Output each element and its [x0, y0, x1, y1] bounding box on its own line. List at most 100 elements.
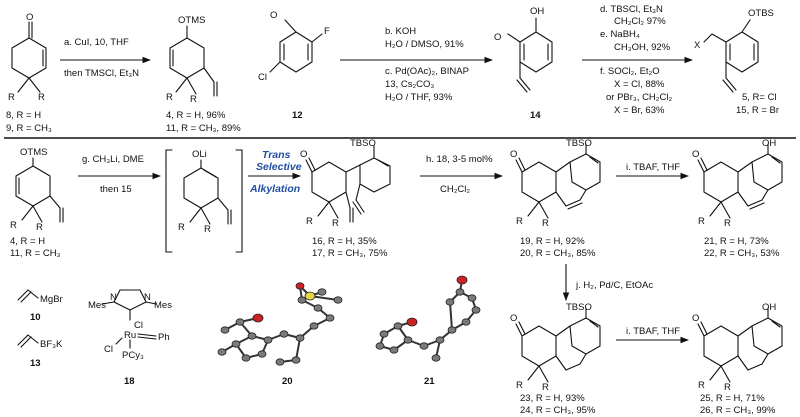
atom-r: R — [190, 94, 197, 105]
structure-vinyl-trifluoroborate-13: BF₃K — [17, 334, 63, 350]
step-c-line3: H₂O / THF, 93% — [385, 92, 453, 103]
label-prod-25: 25, R = H, 71% — [700, 393, 765, 404]
xray-atom — [431, 354, 441, 362]
label-xray-20: 20 — [282, 376, 293, 387]
atom-otms: OTMS — [178, 15, 205, 26]
xray-atom — [252, 313, 264, 323]
atom-o: O — [692, 149, 699, 160]
label-cpd-8: 8, R = H — [6, 110, 41, 121]
trans-label-line3: Alkylation — [249, 183, 300, 195]
structure-cyclohexenone-8: O R R — [8, 12, 47, 103]
atom-o: O — [300, 149, 307, 160]
atom-r: R — [178, 222, 185, 233]
xray-atom — [231, 340, 241, 348]
structure-silyl-enol-ether-4-start: OTMS R R — [10, 147, 64, 233]
step-f-line2: X = Cl, 88% — [614, 79, 665, 90]
label-cpd-12: 12 — [292, 110, 303, 121]
atom-n: N — [110, 292, 117, 303]
atom-o: O — [270, 10, 277, 21]
structure-phenol-14: OH O — [494, 6, 553, 93]
atom-mes: Mes — [88, 300, 106, 311]
xray-atom — [217, 348, 227, 356]
step-b-line2: H₂O / DMSO, 91% — [385, 39, 464, 50]
xray-bond — [295, 337, 301, 361]
xray-atom — [325, 314, 335, 322]
atom-oh: OH — [762, 138, 776, 149]
atom-r: R — [516, 216, 523, 227]
xray-atom — [447, 326, 457, 334]
structure-aldehyde-12: F O Cl — [258, 10, 330, 83]
atom-ph: Ph — [158, 332, 170, 343]
label-reagent-18: 18 — [124, 376, 135, 387]
xray-bond — [449, 301, 453, 331]
atom-r: R — [516, 380, 523, 391]
structure-phenol-21: O OH R R — [692, 138, 783, 229]
xray-atom — [247, 332, 257, 340]
atom-mes: Mes — [154, 300, 172, 311]
xray-atom — [375, 342, 385, 350]
xray-atom — [467, 294, 477, 302]
xray-atom — [406, 317, 418, 327]
step-d-line1: d. TBSCl, Et₃N — [600, 4, 663, 15]
step-c-line2: 13, Cs₂CO₃ — [385, 79, 434, 90]
structure-grubbs-catalyst-18: Mes N N Mes Cl Ru Ph Cl PCy₃ — [88, 289, 172, 361]
atom-r: R — [724, 382, 731, 393]
xray-atom — [435, 336, 445, 344]
xray-atom — [313, 304, 323, 312]
label-start-11: 11, R = CH₃ — [10, 248, 61, 259]
xray-atom — [295, 334, 305, 342]
label-cpd-9: 9, R = CH₃ — [6, 123, 52, 134]
step-a-line2: then TMSCl, Et₃N — [64, 68, 139, 79]
atom-cl: Cl — [134, 320, 143, 331]
atom-oli: OLi — [192, 149, 207, 160]
atom-otbs: OTBS — [748, 8, 774, 19]
atom-o: O — [510, 149, 517, 160]
atom-r: R — [8, 92, 15, 103]
xray-atom — [379, 330, 389, 338]
label-reagent-10: 10 — [30, 312, 41, 323]
xray-atom — [461, 318, 471, 326]
xray-atom — [235, 318, 245, 326]
step-g-line1: g. CH₃Li, DME — [82, 154, 144, 165]
label-xray-21: 21 — [424, 376, 435, 387]
atom-f: F — [324, 26, 330, 37]
xray-atom — [455, 288, 465, 296]
label-prod-26: 26, R = CH₃, 99% — [700, 405, 776, 416]
xray-atom — [471, 306, 481, 314]
structure-tricycle-19: O TBSO R R — [510, 138, 601, 229]
atom-o: O — [510, 313, 517, 324]
label-prod-22: 22, R = CH₃, 53% — [704, 248, 780, 259]
label-prod-20: 20, R = CH₃, 85% — [520, 248, 596, 259]
xray-atom — [333, 296, 343, 304]
structure-alkylated-ketone-16: O TBSO R R — [300, 138, 391, 229]
atom-r: R — [306, 216, 313, 227]
atom-pcy3: PCy₃ — [122, 350, 144, 361]
structure-saturated-phenol-25: O OH R R — [692, 302, 783, 393]
xray-atom — [241, 354, 251, 362]
label-prod-11: 11, R = CH₃, 89% — [166, 123, 241, 134]
atom-ru: Ru — [124, 330, 136, 341]
xray-atom — [317, 288, 327, 296]
atom-otms: OTMS — [20, 147, 47, 158]
label-prod-17: 17, R = CH₃, 75% — [312, 248, 388, 259]
xray-atom — [403, 336, 413, 344]
atom-mgbr: MgBr — [40, 294, 63, 305]
label-start-4: 4, R = H — [10, 236, 45, 247]
structure-silyl-enol-ether-4: OTMS R R — [166, 15, 218, 105]
atom-r: R — [542, 382, 549, 393]
atom-o: O — [26, 12, 33, 23]
trans-label-line1: Trans — [262, 149, 291, 161]
xray-atom — [275, 358, 285, 366]
xray-atom — [295, 282, 305, 290]
trans-label-line2: Selective — [256, 161, 302, 173]
xray-atom — [304, 291, 316, 301]
atom-tbso: TBSO — [350, 138, 376, 149]
step-f-line3: or PBr₃, CH₂Cl₂ — [606, 92, 672, 103]
xray-structure-21 — [375, 275, 481, 362]
label-cpd-14: 14 — [530, 110, 541, 121]
label-prod-21: 21, R = H, 73% — [704, 236, 769, 247]
step-g-line2: then 15 — [100, 184, 132, 195]
atom-o: O — [692, 313, 699, 324]
atom-r: R — [542, 218, 549, 229]
